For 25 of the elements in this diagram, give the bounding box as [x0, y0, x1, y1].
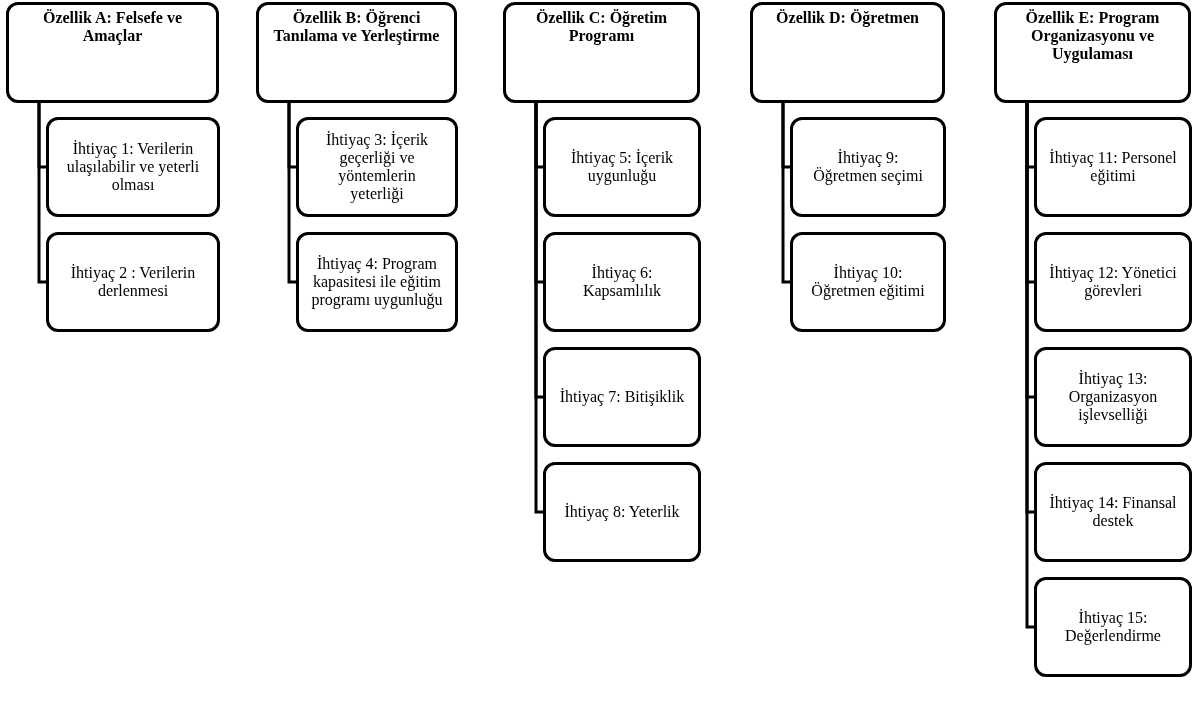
- need-box: İhtiyaç 4: Program kapasitesi ile eğitim programı uygunluğu: [296, 232, 458, 332]
- need-box: İhtiyaç 15: Değerlendirme: [1034, 577, 1192, 677]
- need-box: İhtiyaç 13: Organizasyon işlevselliği: [1034, 347, 1192, 447]
- connector-line: [37, 103, 46, 284]
- connector-line: [534, 103, 543, 514]
- need-box: İhtiyaç 3: İçerik geçerliği ve yöntemlerin yeterliği: [296, 117, 458, 217]
- need-box: İhtiyaç 6: Kapsamlılık: [543, 232, 701, 332]
- connector-line: [1025, 103, 1034, 629]
- category-box: Özellik C: Öğretim Programı: [503, 2, 700, 103]
- need-box: İhtiyaç 9: Öğretmen seçimi: [790, 117, 946, 217]
- category-box: Özellik B: Öğrenci Tanılama ve Yerleştirme: [256, 2, 457, 103]
- need-box: İhtiyaç 5: İçerik uygunluğu: [543, 117, 701, 217]
- need-box: İhtiyaç 11: Personel eğitimi: [1034, 117, 1192, 217]
- need-box: İhtiyaç 14: Finansal destek: [1034, 462, 1192, 562]
- need-box: İhtiyaç 8: Yeterlik: [543, 462, 701, 562]
- connector-line: [781, 103, 790, 284]
- connector-line: [287, 103, 296, 284]
- need-box: İhtiyaç 10: Öğretmen eğitimi: [790, 232, 946, 332]
- category-box: Özellik A: Felsefe ve Amaçlar: [6, 2, 219, 103]
- need-box: İhtiyaç 2 : Verilerin derlenmesi: [46, 232, 220, 332]
- need-box: İhtiyaç 1: Verilerin ulaşılabilir ve yeterli olması: [46, 117, 220, 217]
- need-box: İhtiyaç 7: Bitişiklik: [543, 347, 701, 447]
- need-box: İhtiyaç 12: Yönetici görevleri: [1034, 232, 1192, 332]
- category-box: Özellik E: Program Organizasyonu ve Uygulaması: [994, 2, 1191, 103]
- category-box: Özellik D: Öğretmen: [750, 2, 945, 103]
